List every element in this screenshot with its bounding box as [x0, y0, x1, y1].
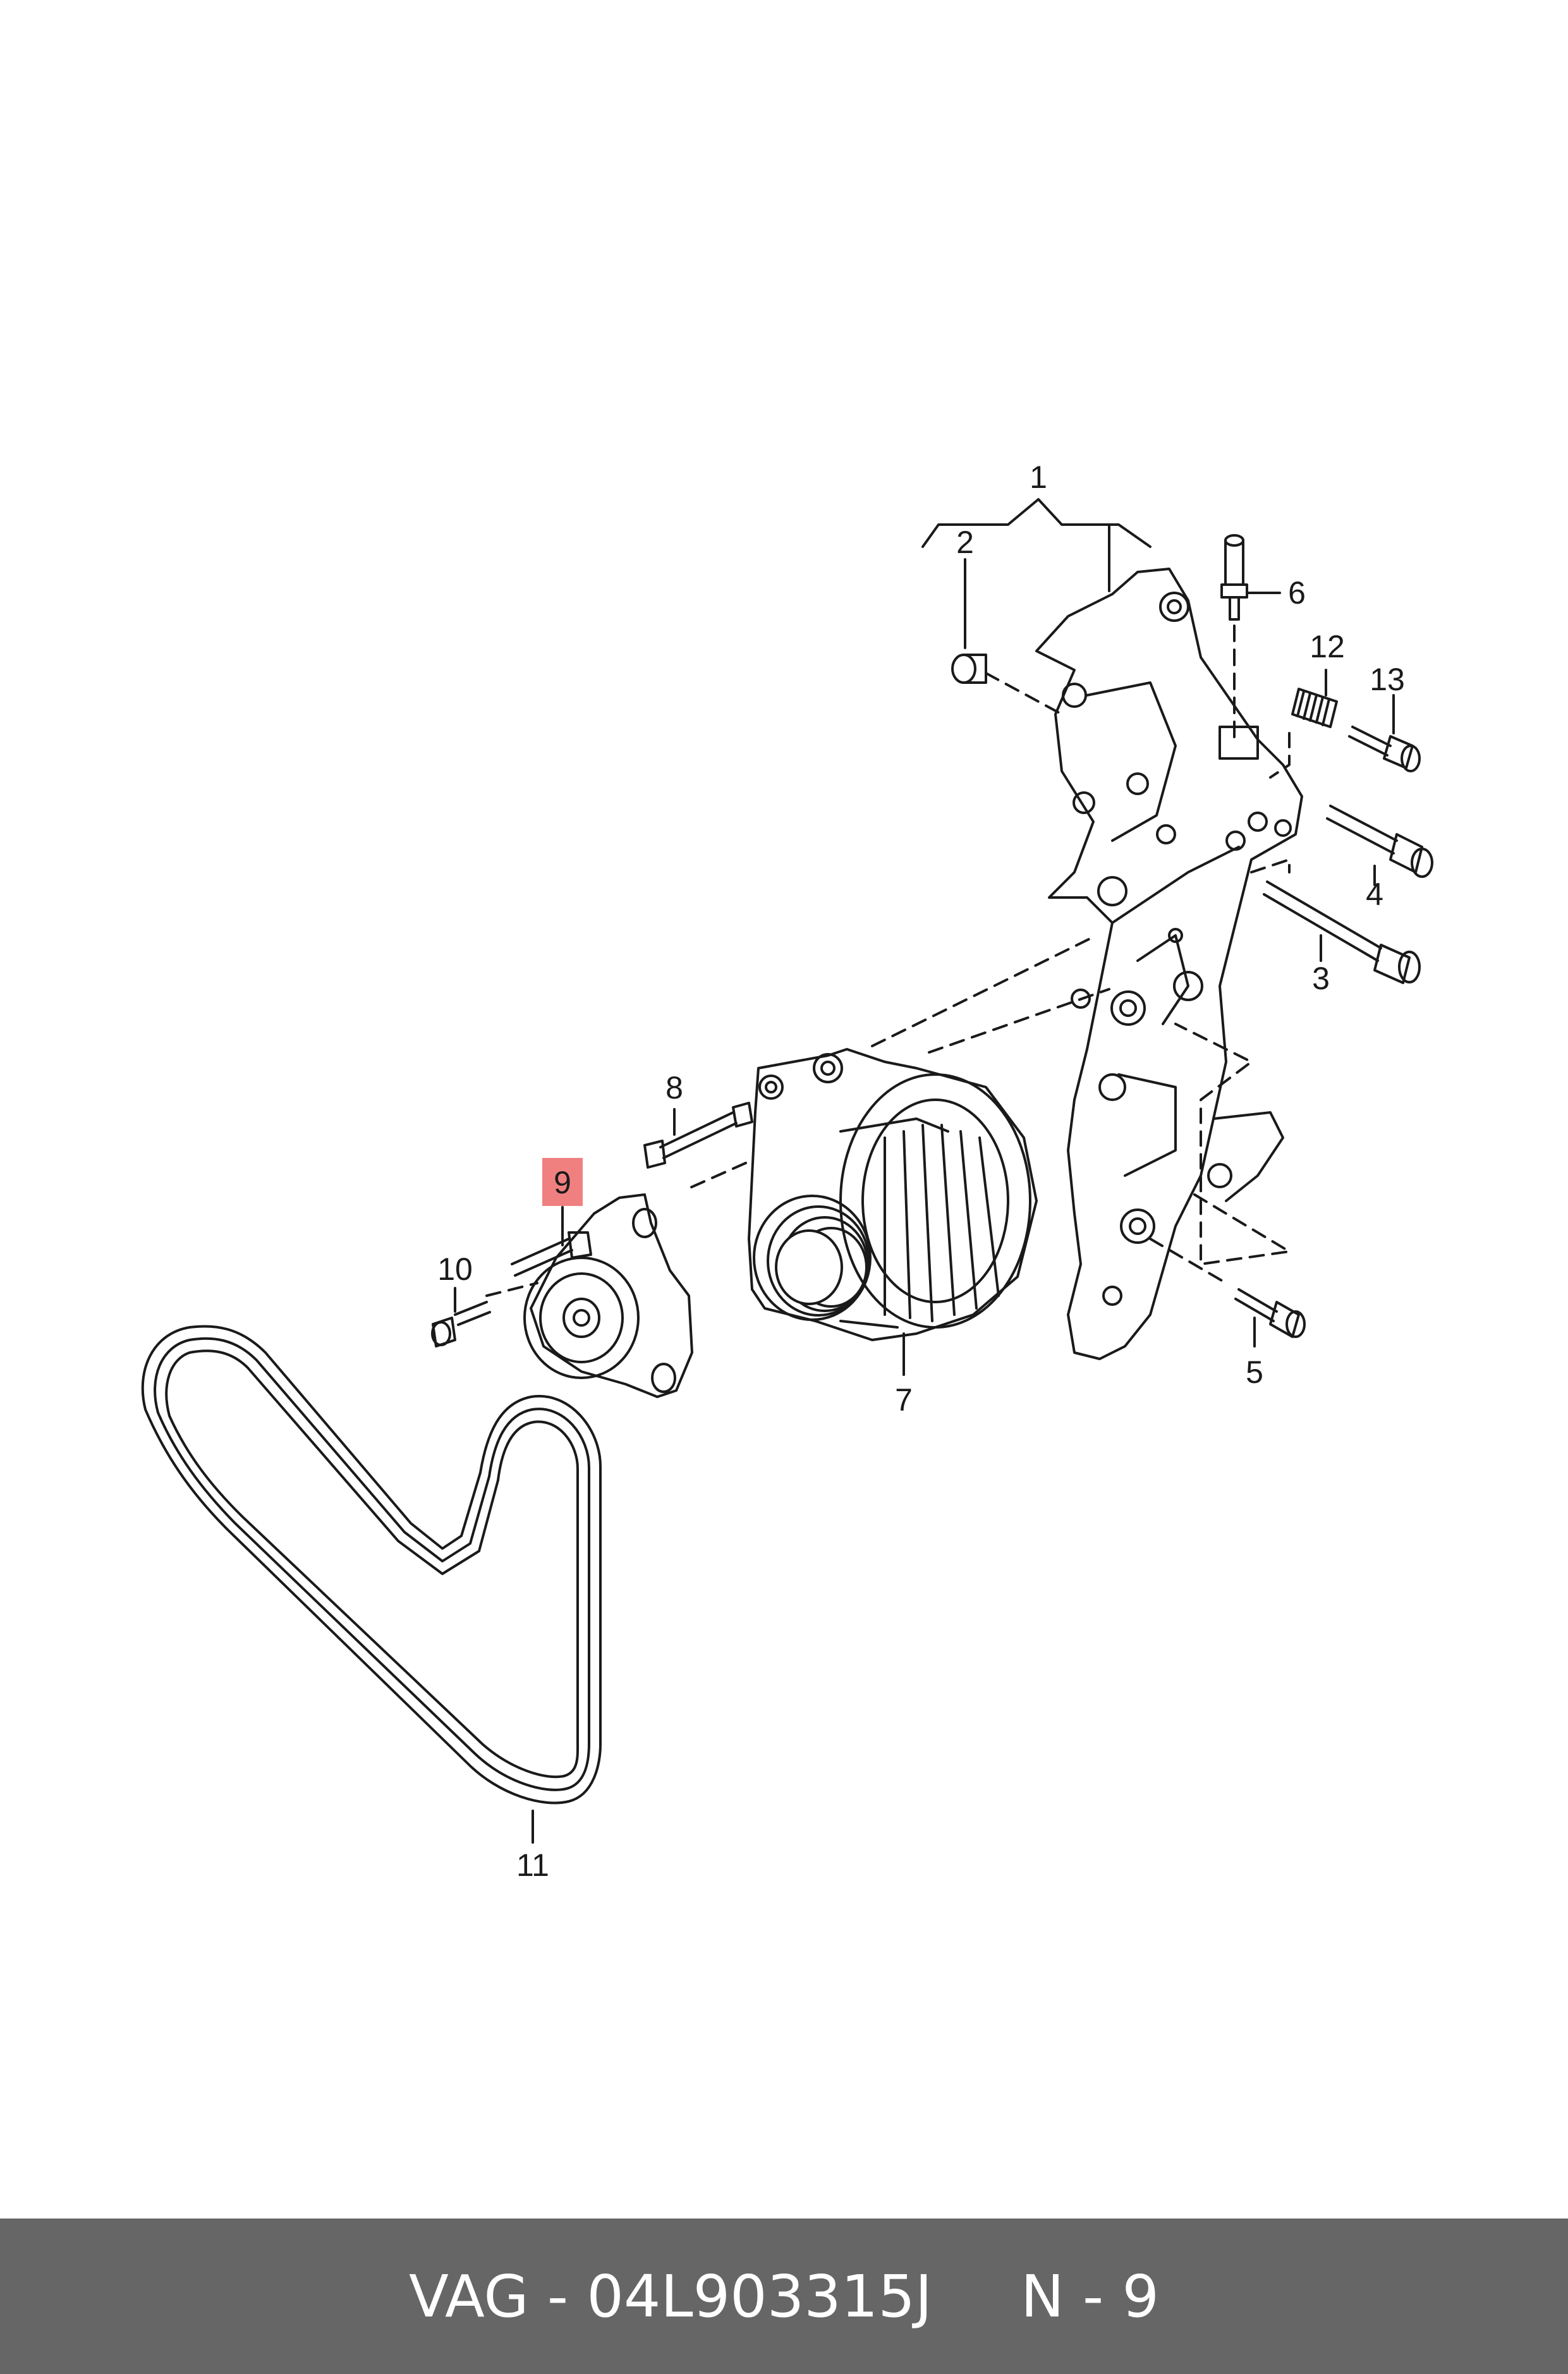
belt-tensioner	[485, 1193, 693, 1398]
callout-3: 3	[1312, 961, 1330, 996]
alternator	[688, 934, 1110, 1376]
stud-bolt	[1220, 534, 1281, 741]
bolt-10	[431, 1287, 491, 1348]
position-label: N - 9	[1020, 2262, 1160, 2330]
callout-6: 6	[1288, 575, 1306, 611]
bolt-3	[1250, 858, 1421, 984]
callout-12: 12	[1310, 629, 1345, 664]
bushing	[951, 558, 1063, 715]
callout-2: 2	[956, 525, 974, 560]
callout-11: 11	[516, 1847, 549, 1883]
bolt-5	[1149, 1023, 1306, 1348]
callout-8: 8	[665, 1070, 683, 1105]
callout-5: 5	[1246, 1354, 1263, 1390]
highlight-marker	[542, 1158, 583, 1206]
callout-9: 9	[554, 1165, 571, 1200]
separator: -	[547, 2262, 569, 2330]
mounting-bracket	[1035, 568, 1303, 1360]
part-number-footer: VAG - 04L903315J N - 9	[0, 2219, 1568, 2374]
exploded-parts-diagram: 1 2 3 4 5 6 7 8 9 10 11 12 13	[141, 460, 1433, 1883]
callout-13: 13	[1370, 662, 1405, 697]
bolt-13	[1269, 694, 1421, 779]
part-number: 04L903315J	[586, 2262, 932, 2330]
callout-7: 7	[895, 1382, 913, 1418]
bracket-group-leader	[921, 498, 1152, 592]
poly-v-belt	[141, 1325, 602, 1844]
brand-label: VAG	[408, 2262, 529, 2330]
callout-4: 4	[1366, 877, 1383, 912]
callout-1: 1	[1030, 460, 1047, 495]
bolt-8	[643, 1102, 753, 1169]
threaded-sleeve	[1291, 669, 1338, 728]
callout-10: 10	[437, 1251, 473, 1287]
bolt-4	[1326, 805, 1433, 886]
